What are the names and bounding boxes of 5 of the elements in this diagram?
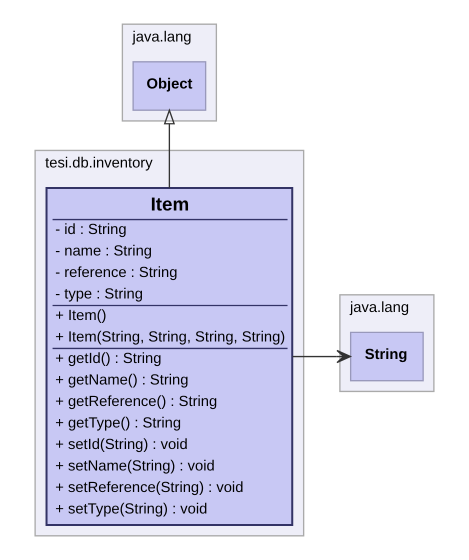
node-box: String bbox=[350, 332, 424, 382]
node-box: Item - id : String - name : String - reference : String - type : String + Item() + Item(String, String, String, String) + getId() : String + getName() : String + getReference() : String + getType() : String + setId(String) : void + setName(String) : void + setReference(String) : void + setType(String) : void bbox=[46, 187, 294, 526]
node-box: Object bbox=[132, 61, 206, 111]
arrow bbox=[292, 350, 352, 364]
arrow bbox=[164, 108, 176, 188]
